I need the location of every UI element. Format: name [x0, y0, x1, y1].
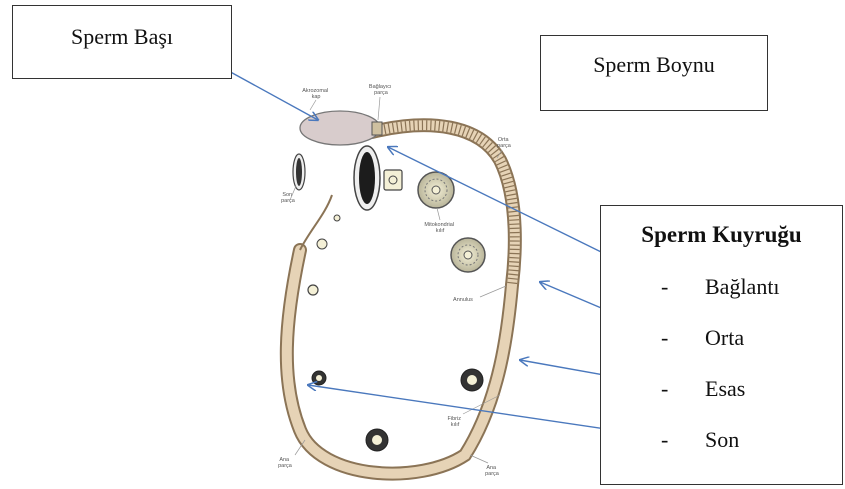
- sperm-tail-title: Sperm Kuyruğu: [601, 222, 842, 248]
- tail-item-end: - Son: [601, 427, 842, 457]
- connecting-section: [384, 170, 402, 190]
- bullet-dash: -: [661, 376, 668, 402]
- tail-item-label: Son: [705, 427, 739, 453]
- end-section-2: [308, 285, 318, 295]
- sperm-neck-box: Sperm Boynu: [540, 35, 768, 111]
- label-middle: Orta parça: [497, 137, 512, 149]
- end-section-1: [317, 239, 327, 249]
- label-main-left: Ana parça: [278, 457, 293, 469]
- end-section-3: [334, 215, 340, 221]
- label-annulus: Annulus: [453, 297, 473, 303]
- tail-item-label: Bağlantı: [705, 274, 780, 300]
- sperm-head-title: Sperm Başı: [13, 24, 231, 50]
- label-end: Son parça: [281, 192, 296, 204]
- end-piece: [300, 195, 332, 250]
- bullet-dash: -: [661, 274, 668, 300]
- tail-item-middle: - Orta: [601, 325, 842, 355]
- label-acrosome: Akrozomal kap: [302, 88, 330, 100]
- callout-arrows: [205, 58, 660, 437]
- connecting-piece: [372, 122, 382, 135]
- label-main-right: Ana parça: [485, 465, 500, 477]
- bullet-dash: -: [661, 427, 668, 453]
- label-connecting: Bağlayıcı parça: [369, 84, 393, 96]
- bullet-dash: -: [661, 325, 668, 351]
- tail-item-label: Esas: [705, 376, 745, 402]
- label-mito: Mitokondrial kılıf: [424, 222, 455, 234]
- tail-item-label: Orta: [705, 325, 744, 351]
- sperm-neck-title: Sperm Boynu: [541, 52, 767, 78]
- sperm-tail-box: Sperm Kuyruğu - Bağlantı - Orta - Esas -…: [600, 205, 843, 485]
- tail-item-principal: - Esas: [601, 376, 842, 406]
- tail-item-connecting: - Bağlantı: [601, 274, 842, 304]
- label-fibrous: Fibriz kılıf: [448, 416, 463, 428]
- sperm-head-box: Sperm Başı: [12, 5, 232, 79]
